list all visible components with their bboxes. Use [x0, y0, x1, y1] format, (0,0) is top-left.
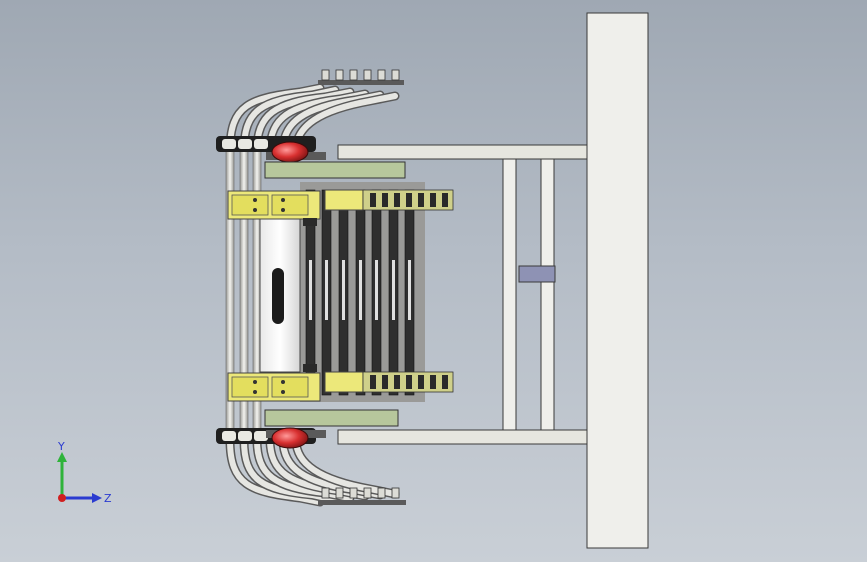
bottom-green-plate	[264, 409, 399, 427]
bottom-fittings	[318, 487, 406, 505]
axis-triad: Y Z	[57, 440, 112, 505]
sensor-top	[303, 218, 317, 226]
top-connector-row	[362, 189, 454, 211]
vertical-mount-plate	[586, 12, 649, 549]
top-yellow-bracket	[227, 189, 364, 220]
top-arm	[337, 144, 588, 160]
rod-clamp	[518, 265, 556, 283]
vertical-rod-left	[502, 158, 517, 431]
bottom-arm	[337, 429, 588, 445]
gripper-fingers	[300, 182, 425, 402]
top-suction-cup	[266, 141, 326, 163]
y-axis-arrow	[57, 452, 67, 462]
z-axis-label: Z	[104, 492, 112, 505]
top-fittings	[318, 69, 404, 85]
origin-dot	[58, 494, 66, 502]
bottom-suction-cup	[266, 427, 326, 449]
sensor-bottom	[303, 364, 317, 372]
center-slot	[272, 268, 284, 324]
vertical-rod-right	[540, 158, 555, 431]
y-axis-label: Y	[57, 440, 65, 453]
top-green-plate	[264, 161, 406, 179]
bottom-yellow-bracket	[227, 371, 364, 402]
z-axis-arrow	[92, 493, 102, 503]
mount-frame	[337, 12, 649, 549]
bottom-connector-row	[362, 371, 454, 393]
